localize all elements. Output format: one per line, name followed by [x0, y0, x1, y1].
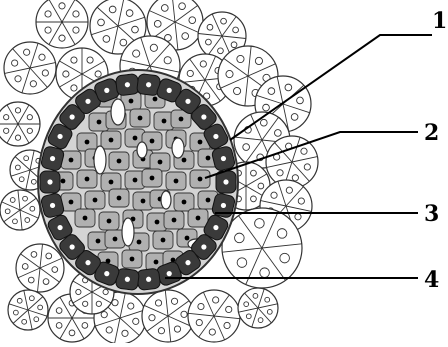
capillary — [94, 146, 106, 174]
capillary — [122, 218, 134, 246]
beta-cell — [174, 193, 194, 211]
beta-cell — [109, 152, 129, 170]
beta-cell — [109, 189, 129, 207]
beta-cell — [101, 131, 121, 149]
alpha-cell — [216, 171, 236, 193]
alpha-cell — [40, 171, 60, 193]
acinus-25 — [238, 288, 278, 328]
label-3: 3 — [424, 201, 439, 227]
beta-cell — [75, 209, 95, 227]
beta-cell — [150, 153, 170, 171]
label-2: 2 — [424, 120, 439, 146]
acinus-13 — [0, 190, 40, 230]
label-1: 1 — [432, 8, 447, 34]
beta-cell — [130, 109, 150, 127]
capillary — [137, 142, 147, 158]
acinus-23 — [142, 290, 194, 342]
alpha-cell — [115, 73, 139, 96]
beta-cell — [122, 250, 142, 268]
label-4: 4 — [424, 267, 439, 293]
capillary — [161, 191, 171, 209]
acinus-5 — [4, 42, 56, 94]
capillary — [172, 138, 184, 158]
beta-cell — [101, 173, 121, 191]
acinus-19 — [16, 244, 64, 292]
capillary — [111, 99, 125, 125]
beta-cell — [142, 169, 162, 187]
beta-cell — [85, 191, 105, 209]
acinus-20 — [8, 290, 48, 330]
acinus-24 — [188, 290, 240, 342]
acinus-18 — [222, 208, 302, 288]
beta-cell — [99, 212, 119, 230]
acinus-11 — [0, 102, 40, 146]
acinus-1 — [36, 0, 88, 48]
beta-cell — [166, 172, 186, 190]
beta-cell — [164, 211, 184, 229]
beta-cell — [190, 170, 210, 188]
pancreatic-islet — [38, 70, 238, 294]
beta-cell — [188, 209, 208, 227]
beta-cell — [153, 231, 173, 249]
beta-cell — [77, 170, 97, 188]
beta-cell — [77, 133, 97, 151]
alpha-cell — [136, 268, 160, 291]
